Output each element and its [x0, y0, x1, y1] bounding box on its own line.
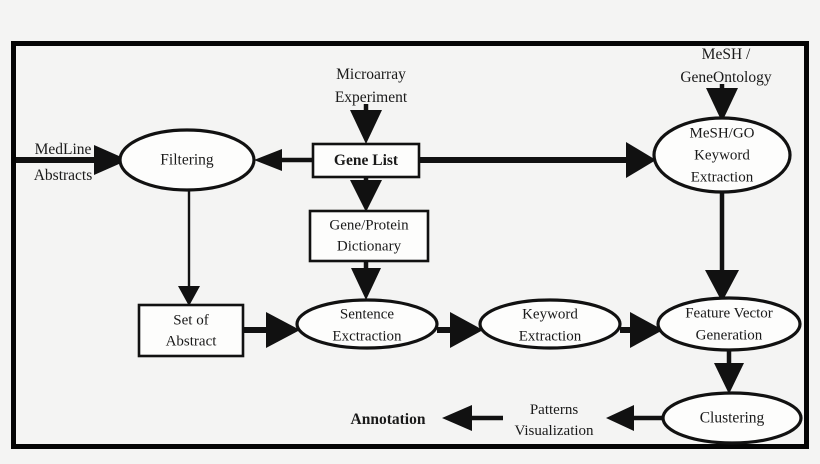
edge-gene-list-to-dictionary: [350, 176, 382, 212]
dictionary-line-1: Gene/Protein: [329, 217, 409, 233]
filtering-label: Filtering: [160, 152, 214, 169]
node-gene-list[interactable]: Gene List: [311, 142, 421, 179]
gene-protein-dictionary-box[interactable]: [308, 209, 430, 263]
keyword-extraction-line-1: Keyword: [522, 306, 578, 322]
set-of-abstract-box[interactable]: [137, 303, 245, 358]
mesh-go-line-1: MeSH/GO: [689, 125, 754, 141]
edge-dictionary-to-sentence-exctraction: [351, 261, 381, 300]
edge-feature-vector-to-clustering: [714, 348, 744, 394]
edge-sentence-to-keyword-extraction: [437, 312, 483, 348]
node-clustering[interactable]: Clustering: [661, 391, 803, 445]
medline-line-2: Abstracts: [34, 167, 93, 184]
edge-gene-list-to-mesh-extraction: [419, 142, 656, 178]
node-sentence-exctraction[interactable]: Sentence Exctraction: [295, 298, 439, 350]
clustering-ellipse[interactable]: [661, 391, 803, 445]
label-medline-abstracts: MedLine Abstracts: [34, 141, 93, 184]
node-feature-vector-generation[interactable]: Feature Vector Generation: [656, 296, 802, 352]
node-keyword-extraction[interactable]: Keyword Extraction: [478, 298, 622, 350]
mesh-go-keyword-extraction-ellipse[interactable]: [652, 116, 792, 194]
microarray-line-1: Microarray: [336, 66, 406, 83]
edge-medline-to-filtering: [16, 145, 128, 175]
annotation-label: Annotation: [351, 411, 426, 428]
gene-list-label: Gene List: [334, 152, 399, 169]
keyword-extraction-ellipse[interactable]: [478, 298, 622, 350]
sentence-line-1: Sentence: [340, 306, 394, 322]
set-of-abstract-line-2: Abstract: [166, 333, 218, 349]
gene-list-box[interactable]: [311, 142, 421, 179]
edge-filtering-to-set-of-abstract: [178, 189, 200, 306]
label-mesh-geneontology: MeSH / GeneOntology: [680, 46, 772, 86]
edge-keyword-to-feature-vector: [620, 312, 663, 348]
diagram-frame: [11, 41, 809, 449]
sentence-exctraction-ellipse[interactable]: [295, 298, 439, 350]
node-set-of-abstract[interactable]: Set of Abstract: [137, 303, 245, 358]
medline-line-1: MedLine: [35, 141, 92, 158]
microarray-line-2: Experiment: [335, 89, 408, 106]
node-mesh-go-keyword-extraction[interactable]: MeSH/GO Keyword Extraction: [652, 116, 792, 194]
mesh-source-line-1: MeSH /: [702, 46, 751, 63]
mesh-go-line-3: Extraction: [691, 169, 754, 185]
edge-mesh-source-to-mesh-extraction: [706, 84, 738, 122]
node-patterns-visualization: Patterns Visualization: [514, 402, 594, 439]
edge-microarray-to-gene-list: [350, 104, 382, 144]
feature-vector-line-1: Feature Vector: [685, 305, 773, 321]
dictionary-line-2: Dictionary: [337, 238, 402, 254]
node-filtering[interactable]: Filtering: [118, 128, 256, 192]
label-microarray-experiment: Microarray Experiment: [335, 66, 408, 106]
filtering-ellipse[interactable]: [118, 128, 256, 192]
mesh-go-line-2: Keyword: [694, 147, 750, 163]
edge-set-of-abstract-to-sentence: [243, 312, 300, 348]
sentence-line-2: Exctraction: [332, 328, 402, 344]
feature-vector-line-2: Generation: [696, 327, 763, 343]
edge-gene-list-to-filtering: [254, 149, 313, 171]
node-gene-protein-dictionary[interactable]: Gene/Protein Dictionary: [308, 209, 430, 263]
node-annotation: Annotation: [351, 411, 426, 428]
clustering-label: Clustering: [700, 410, 765, 427]
set-of-abstract-line-1: Set of: [173, 312, 208, 328]
edge-patterns-to-annotation: [442, 405, 503, 431]
feature-vector-generation-ellipse[interactable]: [656, 296, 802, 352]
mesh-source-line-2: GeneOntology: [680, 69, 772, 86]
edge-clustering-to-patterns: [606, 405, 663, 431]
edge-mesh-extraction-to-feature-vector: [705, 190, 739, 302]
patterns-visualization-line-2: Visualization: [514, 423, 594, 439]
patterns-visualization-line-1: Patterns: [530, 402, 578, 418]
keyword-extraction-line-2: Extraction: [519, 328, 582, 344]
